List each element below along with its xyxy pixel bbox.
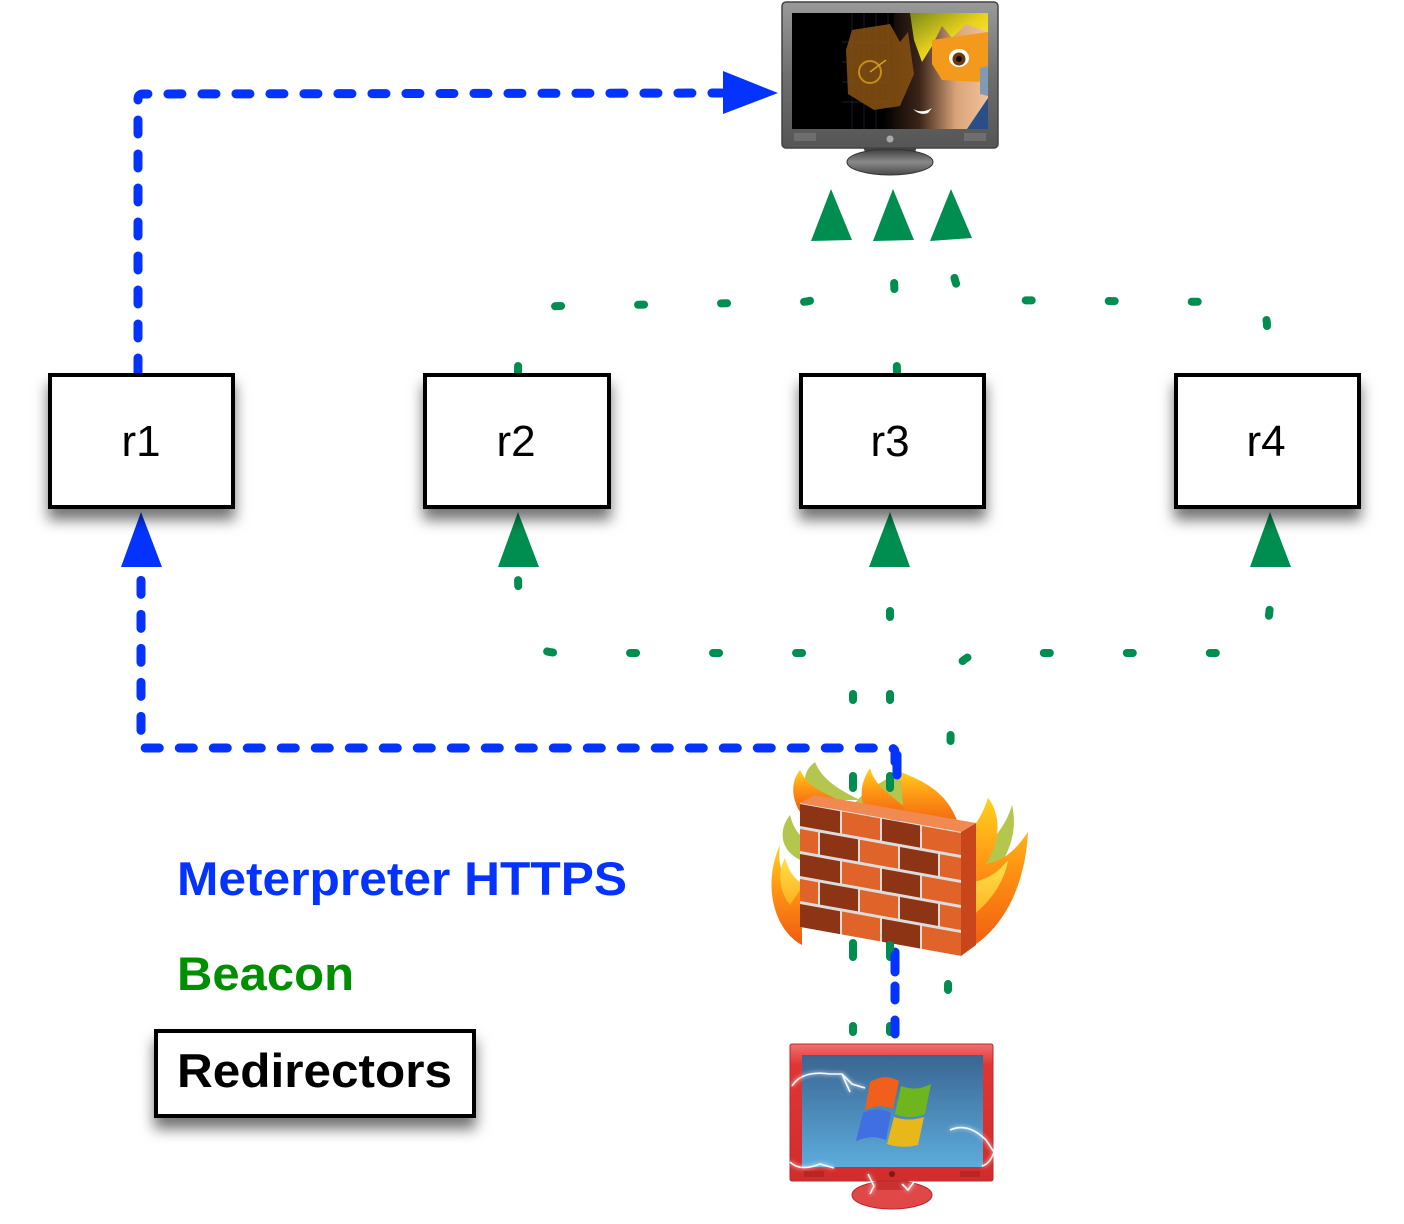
arrowhead-beacon-r2 <box>498 512 539 567</box>
redirector-label: r3 <box>870 417 909 466</box>
arrowhead-beacon-attacker-1 <box>811 189 852 241</box>
speaker-right <box>964 133 986 141</box>
edge-beacon-r3-to-attacker <box>889 242 901 376</box>
firewall-icon <box>771 762 1028 956</box>
legend-redirector-box <box>154 1029 476 1118</box>
edge-beacon-r2-to-attacker <box>514 242 835 376</box>
redirector-r1: r1 <box>48 373 235 509</box>
hacker-artwork <box>842 13 988 129</box>
firewall-brick-wall <box>800 795 976 956</box>
redirector-r3: r3 <box>799 373 986 509</box>
meterpreter-connections <box>121 71 900 1039</box>
speaker-right <box>960 1171 980 1177</box>
redirector-label: r1 <box>121 417 160 466</box>
legend-redirectors-label: Redirectors <box>177 1044 452 1097</box>
legend-beacon: Beacon <box>177 947 354 1000</box>
attacker-monitor-icon <box>781 1 999 176</box>
lightning-effect <box>789 1072 995 1195</box>
beacon-connections <box>514 242 1275 1036</box>
legend-meterpreter-https: Meterpreter HTTPS <box>177 852 627 905</box>
speaker-left <box>794 133 816 141</box>
redirector-box <box>48 373 235 509</box>
arrowhead-meterpreter-attacker <box>723 71 778 114</box>
beacon-arrowheads <box>498 189 1291 567</box>
redirector-label: r2 <box>496 417 535 466</box>
windows-logo-icon <box>856 1077 931 1147</box>
redirector-r4: r4 <box>1174 373 1361 509</box>
arrowhead-beacon-attacker-3 <box>930 189 972 241</box>
legend-redirectors: Redirectors <box>154 1029 476 1118</box>
target-windows-monitor-icon <box>789 1043 995 1210</box>
edge-meterpreter-target-to-r1 <box>136 567 900 1039</box>
connection-dash-overlays <box>849 750 902 977</box>
edge-meterpreter-r1-to-attacker <box>133 88 727 377</box>
power-button <box>889 1171 895 1177</box>
edge-beacon-r4-to-attacker <box>948 242 1271 330</box>
redirector-box <box>423 373 611 509</box>
legend: Meterpreter HTTPS Beacon Redirectors <box>154 852 627 1118</box>
speaker-left <box>804 1171 824 1177</box>
arrowhead-beacon-r4 <box>1250 512 1291 567</box>
monitor-stand <box>876 1180 908 1190</box>
redirector-r2: r2 <box>423 373 611 509</box>
redirector-label: r4 <box>1246 417 1285 466</box>
edge-beacon-target-to-r4 <box>944 568 1275 994</box>
monitor-base <box>846 148 934 176</box>
arrowhead-beacon-attacker-2 <box>873 189 914 241</box>
power-button <box>886 135 894 143</box>
arrowhead-beacon-r3 <box>869 512 910 567</box>
redirector-box <box>1174 373 1361 509</box>
redirector-box <box>799 373 986 509</box>
arrowhead-meterpreter-r1 <box>121 512 162 567</box>
monitor-screen <box>802 1055 983 1167</box>
